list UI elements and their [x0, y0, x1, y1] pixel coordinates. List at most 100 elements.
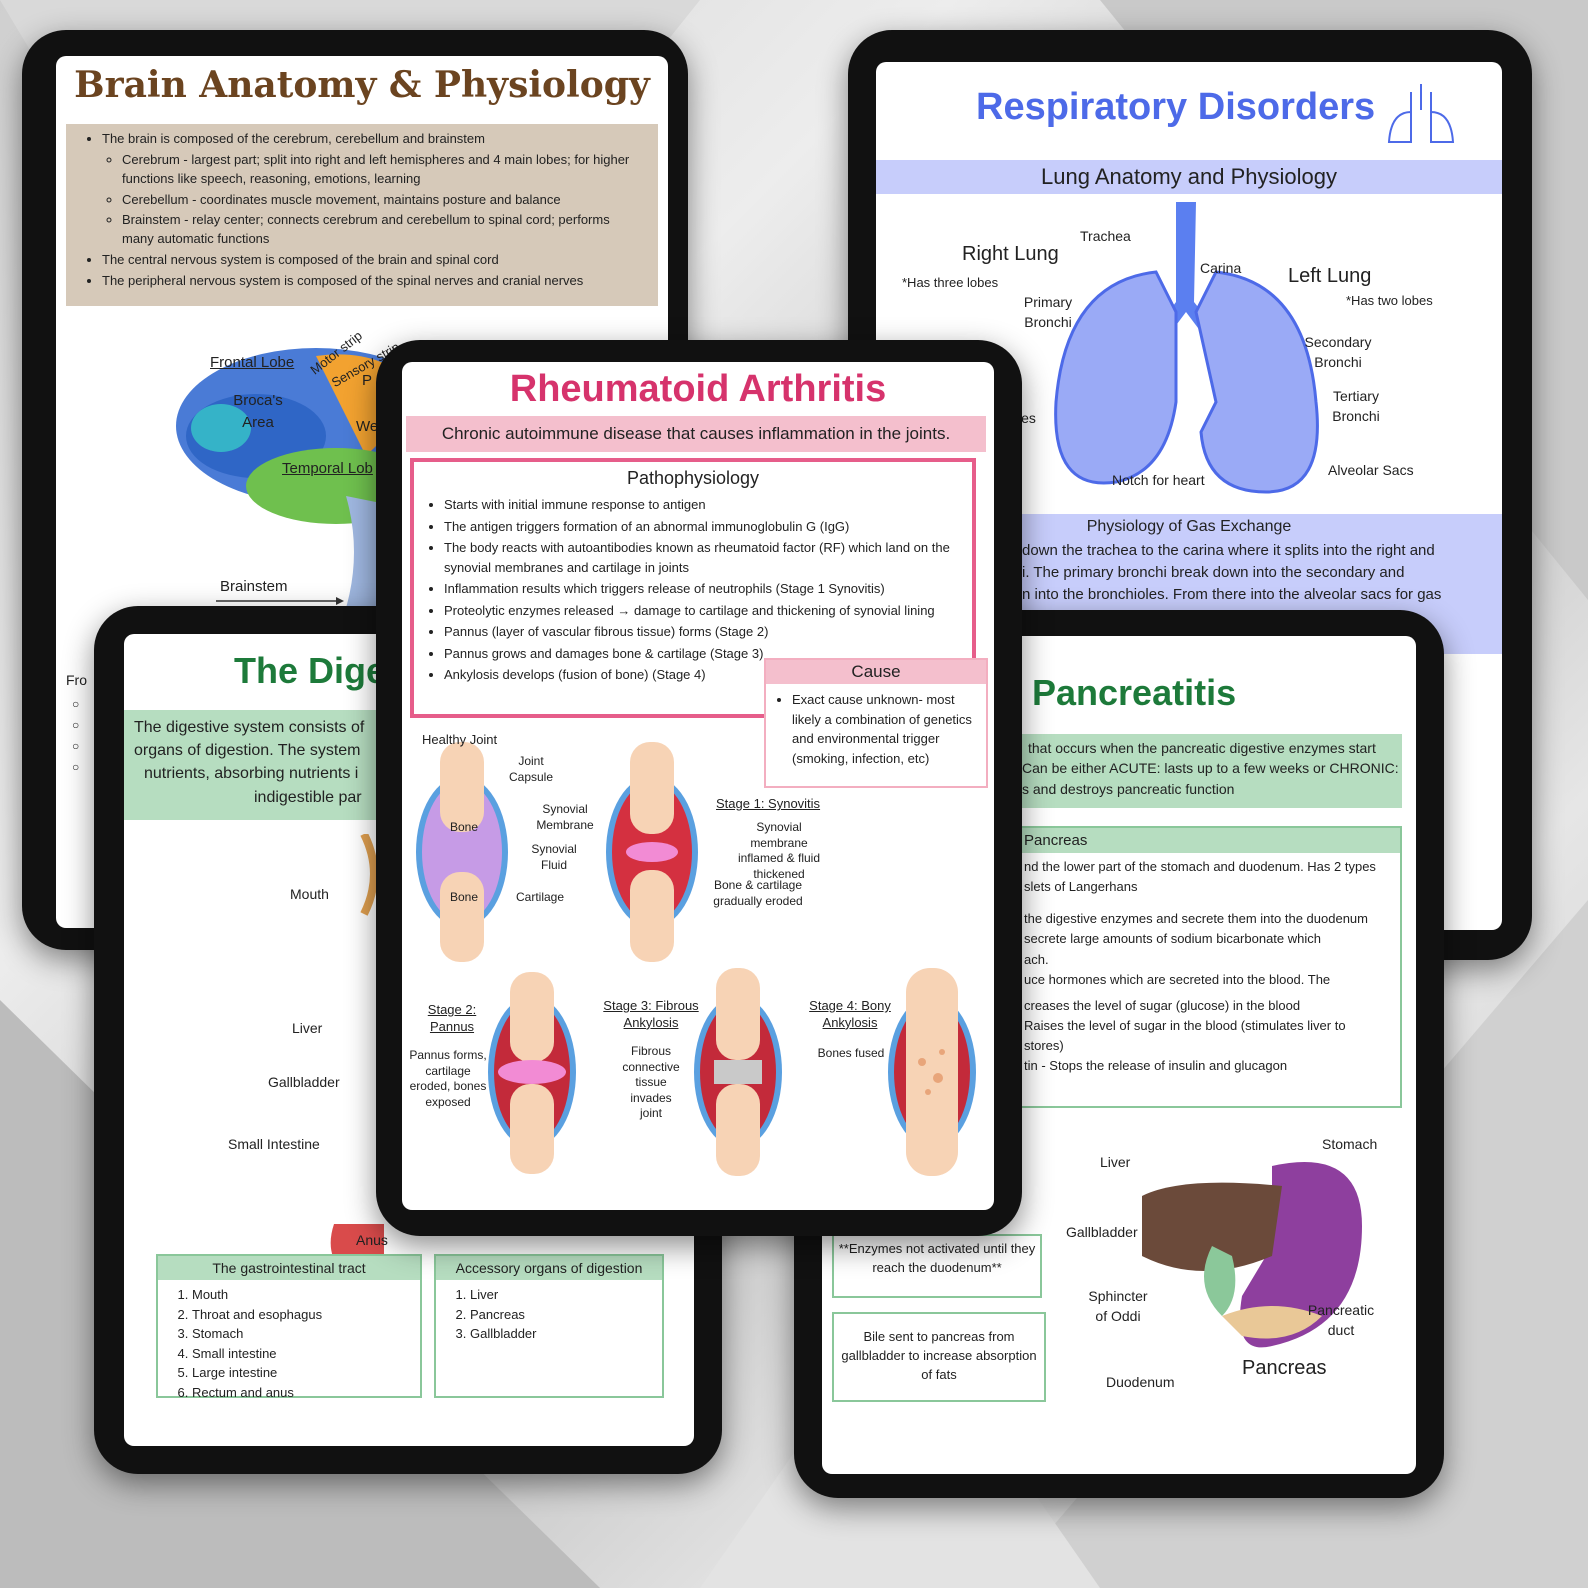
list-item: Large intestine	[192, 1364, 420, 1382]
label-stomach: Stomach	[1322, 1136, 1378, 1152]
bullet: Cerebellum - coordinates muscle movement…	[122, 191, 642, 210]
label-synovial-membrane: Synovial Membrane	[536, 802, 594, 832]
text-line: nd the lower part of the stomach and duo…	[1024, 859, 1376, 874]
text-line: creases the level of sugar (glucose) in …	[1024, 997, 1301, 1013]
intro-line: nutrients, absorbing nutrients i	[144, 765, 359, 783]
text-line: uce hormones which are secreted into the…	[1024, 971, 1331, 987]
page-title: Pancreatitis	[1032, 672, 1237, 713]
label-notch: Notch for heart	[1112, 472, 1205, 488]
label-gallbladder: Gallbladder	[1066, 1224, 1138, 1240]
label-secondary: Secondary Bronchi	[1304, 334, 1372, 371]
page-title: The Dige	[234, 650, 387, 691]
patho-title: Pathophysiology	[626, 468, 760, 488]
list-item: Small intestine	[192, 1345, 420, 1363]
intro-line: s and destroys pancreatic function	[1022, 780, 1235, 797]
label-bone-upper: Bone	[450, 820, 479, 834]
label-gallbladder: Gallbladder	[268, 1074, 340, 1090]
list-markers: ○○○○	[72, 697, 80, 774]
page-title: Rheumatoid Arthritis	[509, 368, 887, 410]
bullet: The peripheral nervous system is compose…	[102, 272, 642, 291]
brainstem-arrow	[216, 597, 344, 605]
label-primary: Primary Bronchi	[1023, 294, 1073, 331]
label-trachea: Trachea	[1080, 228, 1131, 244]
patho-item: The antigen triggers formation of an abn…	[444, 517, 962, 537]
list-item: Gallbladder	[470, 1325, 662, 1343]
text-line: stores)	[1024, 1038, 1064, 1054]
list-item: Liver	[470, 1286, 662, 1304]
label-stage-3: Stage 3: Fibrous Ankylosis	[603, 998, 699, 1030]
intro-line: indigestible par	[254, 788, 362, 806]
definition-band: Chronic autoimmune disease that causes i…	[406, 416, 986, 452]
label-pancreas: Pancreas	[1242, 1357, 1327, 1379]
summary-box: The brain is composed of the cerebrum, c…	[66, 124, 658, 306]
label-stage-4-desc: Bones fused	[817, 1046, 885, 1060]
joint-illustrations	[416, 742, 976, 1176]
gi-title: The gastrointestinal tract	[158, 1256, 420, 1280]
lung-diagram	[1054, 202, 1319, 494]
label-carina: Carina	[1200, 260, 1242, 276]
label-we: We	[356, 418, 379, 435]
patho-item: Starts with initial immune response to a…	[444, 495, 962, 515]
patho-item: The body reacts with autoantibodies know…	[444, 538, 962, 577]
label-right-lung: Right Lung	[962, 243, 1059, 265]
patho-item: Ankylosis develops (fusion of bone) (Sta…	[444, 665, 962, 685]
pancreas-diagram	[1142, 1162, 1362, 1348]
list-item: Throat and esophagus	[192, 1306, 420, 1324]
accessory-box: Accessory organs of digestion Liver Panc…	[434, 1254, 664, 1398]
patho-item: Inflammation results which triggers rele…	[444, 579, 962, 599]
text-line: slets of Langerhans	[1024, 879, 1138, 895]
label-stage-2: Stage 2: Pannus	[427, 1002, 477, 1034]
label-liver: Liver	[292, 1020, 323, 1036]
gas-line: down the trachea to the carina where it …	[1022, 542, 1435, 559]
label-tertiary: Tertiary Bronchi	[1332, 388, 1380, 425]
bullet: The central nervous system is composed o…	[102, 251, 642, 270]
list-item: Rectum and anus	[192, 1384, 420, 1402]
intro-line: organs of digestion. The system	[134, 742, 361, 760]
patho-item: Pannus grows and damages bone & cartilag…	[444, 644, 962, 664]
text-line: ach.	[1024, 951, 1049, 967]
list-item: Stomach	[192, 1325, 420, 1343]
label-joint-capsule: Joint Capsule	[508, 754, 554, 784]
label-stage-4: Stage 4: Bony Ankylosis	[809, 998, 891, 1030]
enzymes-note: **Enzymes not activated until they reach…	[832, 1234, 1042, 1298]
label-stage-1-desc2: Bone & cartilage gradually eroded	[713, 878, 803, 908]
label-stage-3-desc: Fibrous connective tissue invades joint	[622, 1044, 680, 1121]
intro-line: Can be either ACUTE: lasts up to a few w…	[1022, 760, 1399, 777]
section-band: Lung Anatomy and Physiology	[876, 160, 1502, 194]
label-stage-1-desc: Synovial membrane inflamed & fluid thick…	[737, 820, 821, 881]
label-stage-2-desc: Pannus forms, cartilage eroded, bones ex…	[409, 1048, 487, 1109]
bile-note: Bile sent to pancreas from gallbladder t…	[832, 1312, 1046, 1402]
label-brainstem: Brainstem	[220, 578, 288, 595]
label-sphincter: Sphincter of Oddi	[1088, 1288, 1148, 1325]
label-anus: Anus	[356, 1232, 388, 1248]
bullet: Cerebrum - largest part; split into righ…	[122, 151, 642, 189]
label-stage-1: Stage 1: Synovitis	[716, 796, 821, 811]
label-mouth: Mouth	[290, 886, 329, 902]
text-line: the digestive enzymes and secrete them i…	[1024, 911, 1368, 927]
label-broca: Broca's Area	[233, 392, 283, 431]
gas-line: n into the bronchioles. From there into …	[1022, 585, 1442, 603]
pathophysiology-box: Pathophysiology Starts with initial immu…	[410, 458, 976, 718]
label-small-intestine: Small Intestine	[228, 1136, 320, 1152]
intro-line: that occurs when the pancreatic digestiv…	[1028, 740, 1376, 756]
text-line: Raises the level of sugar in the blood (…	[1024, 1017, 1346, 1033]
bullet: The brain is composed of the cerebrum, c…	[102, 130, 642, 149]
label-bone-lower: Bone	[450, 890, 479, 904]
gas-title: Physiology of Gas Exchange	[1086, 518, 1292, 535]
screen-rheumatoid-arthritis: Rheumatoid Arthritis Chronic autoimmune …	[402, 362, 994, 1210]
label-les: les	[1018, 410, 1036, 426]
patho-item: Pannus (layer of vascular fibrous tissue…	[444, 622, 962, 642]
cause-title: Cause	[766, 660, 986, 684]
page-title: Brain Anatomy & Physiology	[74, 64, 650, 106]
gi-tract-box: The gastrointestinal tract Mouth Throat …	[156, 1254, 422, 1400]
text-line: secrete large amounts of sodium bicarbon…	[1024, 931, 1321, 947]
cause-item: Exact cause unknown- most likely a combi…	[792, 690, 980, 768]
gas-line: i. The primary bronchi break down into t…	[1022, 563, 1405, 581]
label-frontal: Frontal Lobe	[210, 354, 295, 371]
label-duodenum: Duodenum	[1106, 1374, 1175, 1390]
label-fro: Fro	[66, 672, 87, 688]
text-line: tin - Stops the release of insulin and g…	[1024, 1058, 1288, 1074]
list-item: Pancreas	[470, 1306, 662, 1324]
label-liver: Liver	[1100, 1154, 1131, 1170]
label-pancreatic-duct: Pancreatic duct	[1307, 1302, 1375, 1339]
